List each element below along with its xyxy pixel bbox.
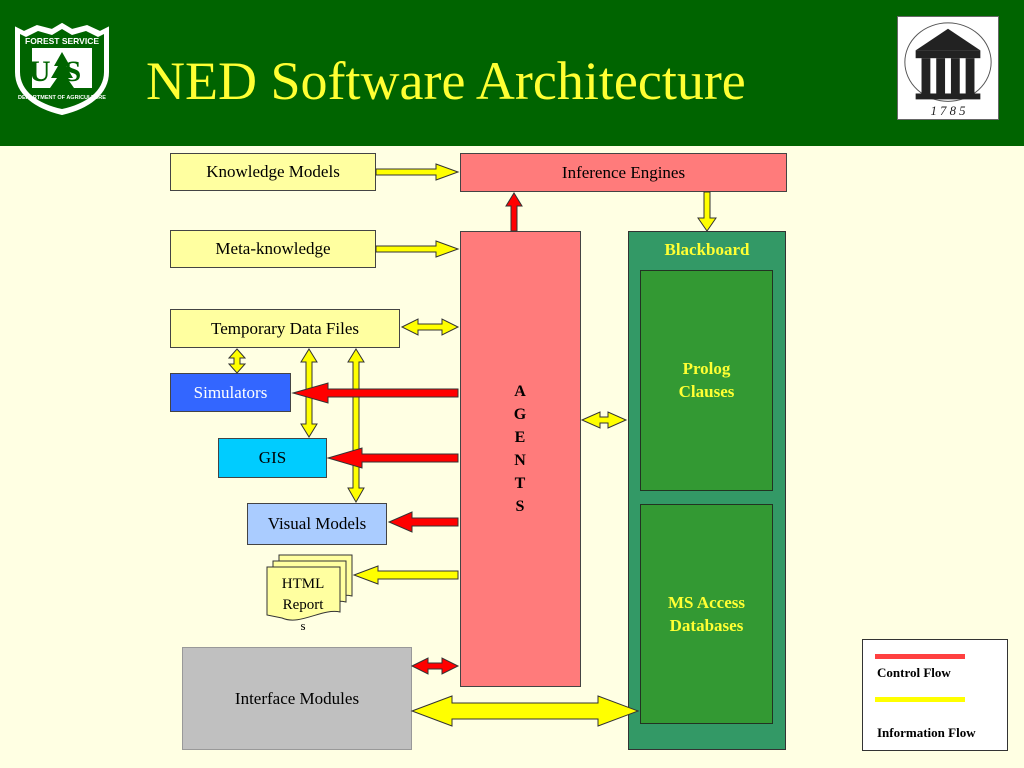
gis-box: GIS xyxy=(218,438,327,478)
interface-modules-label: Interface Modules xyxy=(234,688,360,708)
agents-letter: A xyxy=(514,383,526,400)
meta-knowledge-label: Meta-knowledge xyxy=(215,239,331,258)
agents-letter: G xyxy=(513,406,527,423)
temporary-data-files-label: Temporary Data Files xyxy=(211,318,359,338)
control-arrow-agents-to-inference xyxy=(505,192,523,232)
information-flow-swatch xyxy=(875,697,965,702)
info-arrow-temp-visual xyxy=(347,348,365,504)
info-arrow-inference-to-blackboard xyxy=(697,191,717,232)
legend-control-flow: Control Flow xyxy=(877,665,951,680)
ms-access-databases-box: MS Access Databases xyxy=(640,504,773,724)
legend-swatches xyxy=(875,654,965,702)
html-report-page xyxy=(266,566,341,621)
html-reports-line: Report xyxy=(283,597,325,613)
info-arrow-agents-to-reports xyxy=(352,565,459,585)
knowledge-models-label: Knowledge Models xyxy=(206,162,340,181)
agents-letter: E xyxy=(514,429,526,446)
control-arrow-agents-to-gis xyxy=(326,447,459,469)
info-arrow-knowledge-to-inference xyxy=(375,163,460,181)
logo-year: 1 7 8 5 xyxy=(930,104,965,118)
agents-box xyxy=(460,231,581,687)
prolog-clauses-box: Prolog Clauses xyxy=(640,270,773,491)
university-arch-logo: 1 7 8 5 xyxy=(897,16,999,120)
agents-letter: T xyxy=(514,475,526,492)
simulators-box: Simulators xyxy=(170,373,291,412)
gis-label: GIS xyxy=(258,448,287,467)
agents-letter: N xyxy=(514,452,526,469)
info-arrow-agents-blackboard xyxy=(580,411,628,429)
control-flow-swatch xyxy=(875,654,965,659)
forest-service-logo: US FOREST SERVICE DEPARTMENT OF AGRICULT… xyxy=(15,22,109,116)
visual-models-label: Visual Models xyxy=(267,514,367,533)
html-reports-line: s xyxy=(300,618,305,633)
info-arrow-meta-to-agents xyxy=(375,240,460,258)
logo-initials: US xyxy=(29,55,95,88)
legend: Control Flow Information Flow xyxy=(862,639,1008,751)
logo-top-text: FOREST SERVICE xyxy=(25,36,99,46)
control-arrow-interface-agents xyxy=(410,657,460,675)
prolog-clauses-line: Clauses xyxy=(678,382,735,401)
control-arrow-agents-to-simulators xyxy=(291,382,459,404)
blackboard-label: Blackboard xyxy=(664,240,750,259)
interface-modules-box: Interface Modules xyxy=(182,647,412,750)
temporary-data-files-box: Temporary Data Files xyxy=(170,309,400,348)
control-arrow-agents-to-visual xyxy=(387,511,459,533)
html-reports-stack: HTML Report s xyxy=(266,554,353,633)
info-arrow-temp-simulators xyxy=(227,348,247,374)
info-arrow-temp-agents xyxy=(400,318,460,336)
header-bar xyxy=(0,0,1024,146)
agents-letter: S xyxy=(515,498,525,515)
inference-engines-box: Inference Engines xyxy=(460,153,787,192)
ms-access-line: Databases xyxy=(669,616,744,635)
html-reports-line: HTML xyxy=(282,576,325,592)
legend-information-flow: Information Flow xyxy=(877,725,976,740)
ms-access-line: MS Access xyxy=(668,593,745,612)
visual-models-box: Visual Models xyxy=(247,503,387,545)
inference-engines-label: Inference Engines xyxy=(561,162,686,182)
info-arrow-interface-blackboard xyxy=(410,695,640,727)
prolog-clauses-line: Prolog xyxy=(682,359,731,378)
simulators-label: Simulators xyxy=(193,382,268,402)
knowledge-models-box: Knowledge Models xyxy=(170,153,376,191)
logo-bottom-text: DEPARTMENT OF AGRICULTURE xyxy=(18,95,106,101)
page-title: NED Software Architecture xyxy=(146,51,746,111)
